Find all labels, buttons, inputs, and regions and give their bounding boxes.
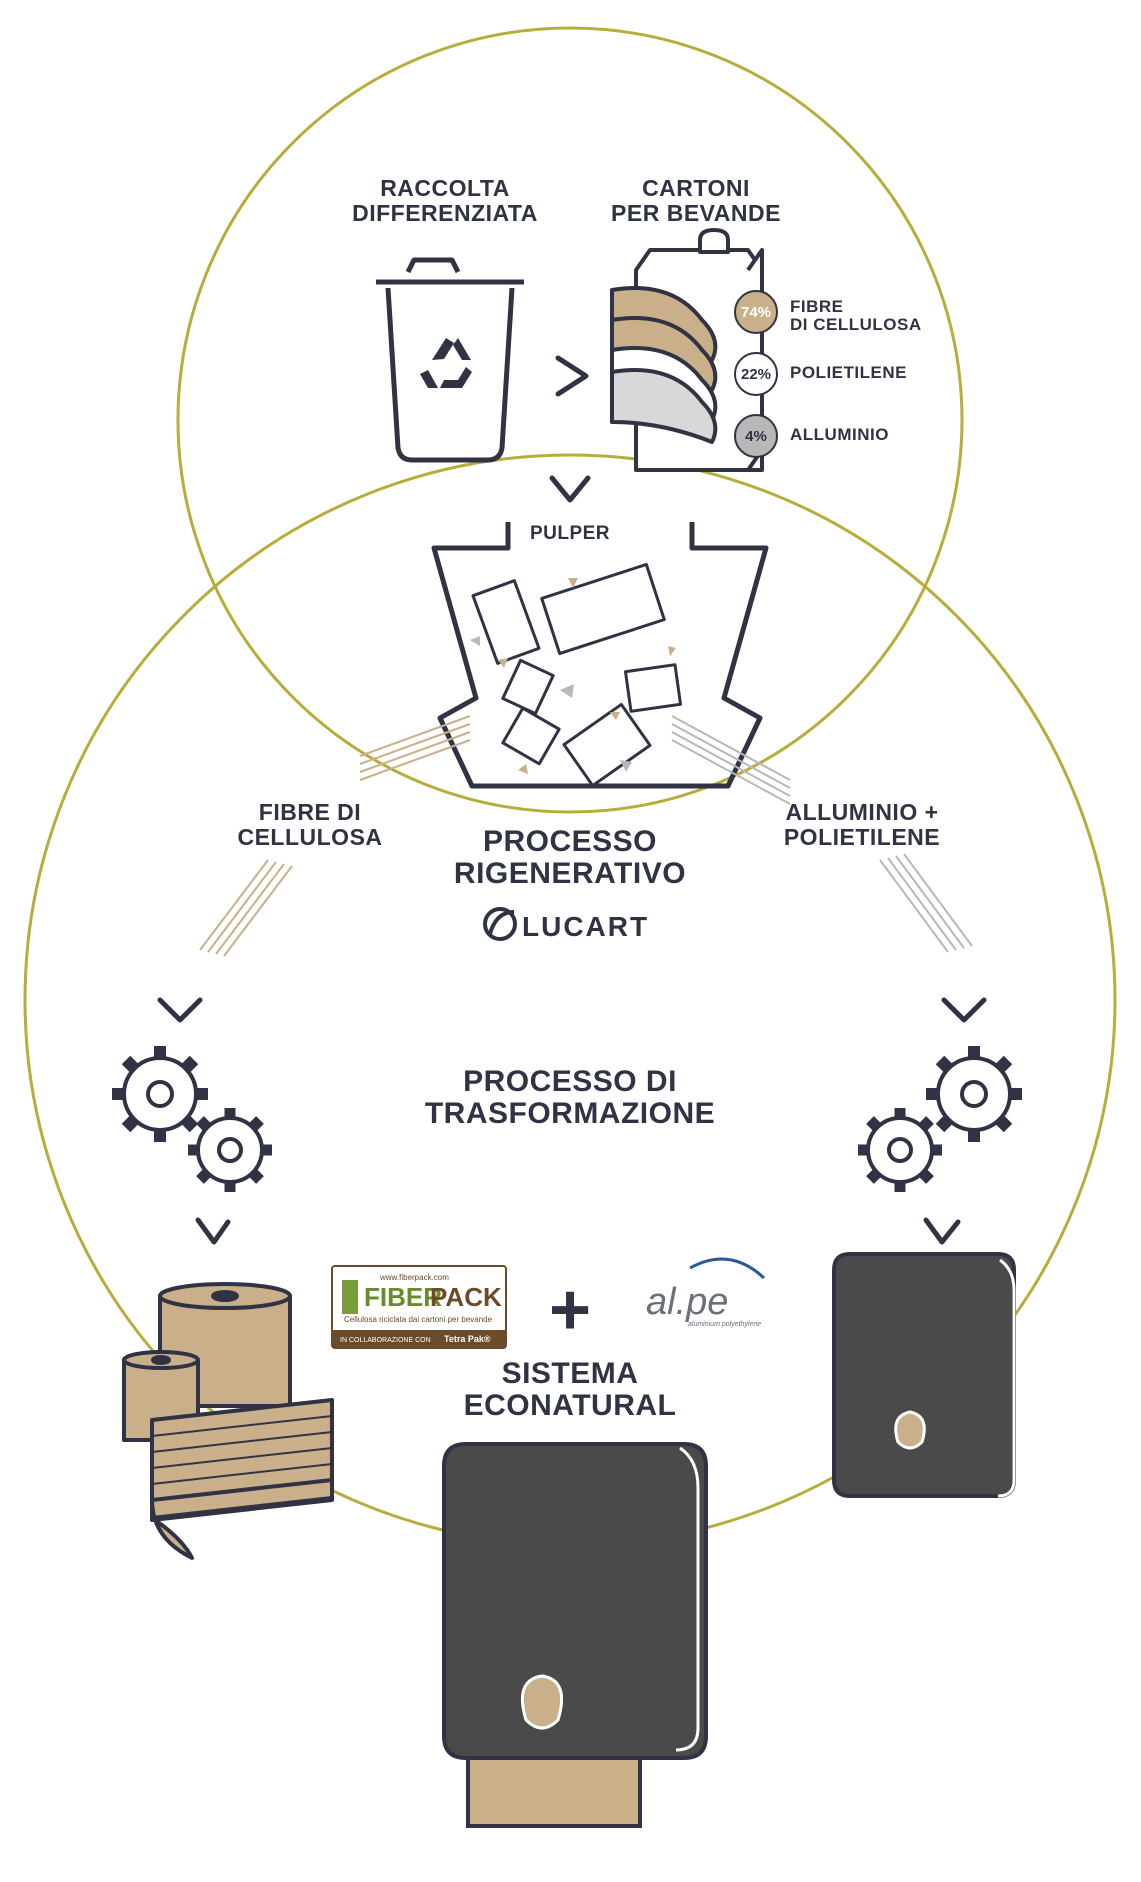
aluminium-stream-label-line2: POLIETILENE [783,823,941,850]
polyethylene-label: POLIETILENE [790,363,907,382]
system-label-line1: SISTEMA [501,1357,639,1390]
fiber-stream-label-line1: FIBRE DI [258,799,362,825]
aluminium-label: ALLUMINIO [790,425,889,444]
aluminium-stream-label-line1: ALLUMINIO + [785,799,939,825]
paper-rolls-and-towels [122,1282,334,1560]
fiberpack-name-b: PACK [430,1282,502,1312]
gears-right-icon [858,1046,1022,1192]
aluminium-label-line1: ALLUMINIO [790,425,889,444]
arrow-down-right-1-icon [941,997,987,1023]
polyethylene-label-line1: POLIETILENE [790,363,907,382]
fiber-stream-label: FIBRE DI CELLULOSA [210,800,410,850]
fiberpack-partner: Tetra Pak® [444,1334,491,1344]
fiberpack-collab: IN COLLABORAZIONE CON [340,1337,431,1344]
plus-sign: + [549,1270,591,1350]
regenerative-label-line1: PROCESSO [482,825,658,858]
alpe-name: al.pe [646,1281,728,1323]
arrow-right-icon [555,355,589,397]
collection-label: RACCOLTA DIFFERENZIATA [340,176,550,226]
econatural-system-label: SISTEMA ECONATURAL [420,1357,720,1423]
cellulose-label: FIBRE DI CELLULOSA [790,297,922,335]
arrow-down-left-1-icon [157,997,203,1023]
arrow-down-right-2-icon [923,1217,961,1245]
cellulose-label-line1: FIBRE [790,297,844,316]
beverage-carton-icon [610,228,764,472]
cellulose-label-line2: DI CELLULOSA [790,315,922,335]
fiberpack-logo: www.fiberpack.com FIBER PACK Cellulosa r… [331,1265,507,1349]
collection-circle [176,26,964,814]
transformation-label-line1: PROCESSO DI [463,1065,677,1098]
small-dispenser-icon [832,1252,1016,1498]
alpe-logo: al.pe aluminium polyethylene [646,1257,766,1328]
fiberpack-name-a: FIBER [364,1282,442,1312]
aluminium-stream-label: ALLUMINIO + POLIETILENE [752,800,972,850]
fiber-stream-label-line2: CELLULOSA [237,823,383,850]
collection-label-line2: DIFFERENZIATA [352,199,538,226]
recycle-bin-icon [376,257,524,463]
aluminium-stream-lines [671,715,973,953]
pulper-vessel [431,522,769,789]
flow-arrows [157,355,987,1245]
cartons-label-line2: PER BEVANDE [611,199,781,226]
cartons-label: CARTONI PER BEVANDE [596,176,796,226]
arrow-down-left-2-icon [195,1217,231,1245]
fiberpack-url: www.fiberpack.com [379,1273,449,1282]
gears-left-icon [112,1046,272,1192]
transformation-label-line2: TRASFORMAZIONE [424,1097,716,1131]
regenerative-label-line2: RIGENERATIVO [453,857,687,891]
large-dispenser-icon [442,1442,708,1828]
lucart-logo: LUCART [483,907,649,942]
arrow-down-icon [549,475,591,503]
cellulose-percent-badge: 74% [734,290,778,334]
collection-label-line1: RACCOLTA [380,175,510,201]
pulper-label: PULPER [529,523,611,544]
regenerative-process-label: PROCESSO RIGENERATIVO [420,825,720,891]
carton-debris [471,562,683,788]
polyethylene-percent-badge: 22% [734,352,778,396]
transformation-process-label: PROCESSO DI TRASFORMAZIONE [380,1065,760,1131]
fiber-stream-lines [199,715,471,957]
cartons-label-line1: CARTONI [642,175,750,201]
alpe-sub: aluminium polyethylene [688,1321,761,1328]
lucart-wordmark: LUCART [522,911,649,942]
aluminium-percent-badge: 4% [734,414,778,458]
fiberpack-tagline: Cellulosa riciclata dai cartoni per beva… [344,1315,493,1324]
system-label-line2: ECONATURAL [463,1389,677,1423]
